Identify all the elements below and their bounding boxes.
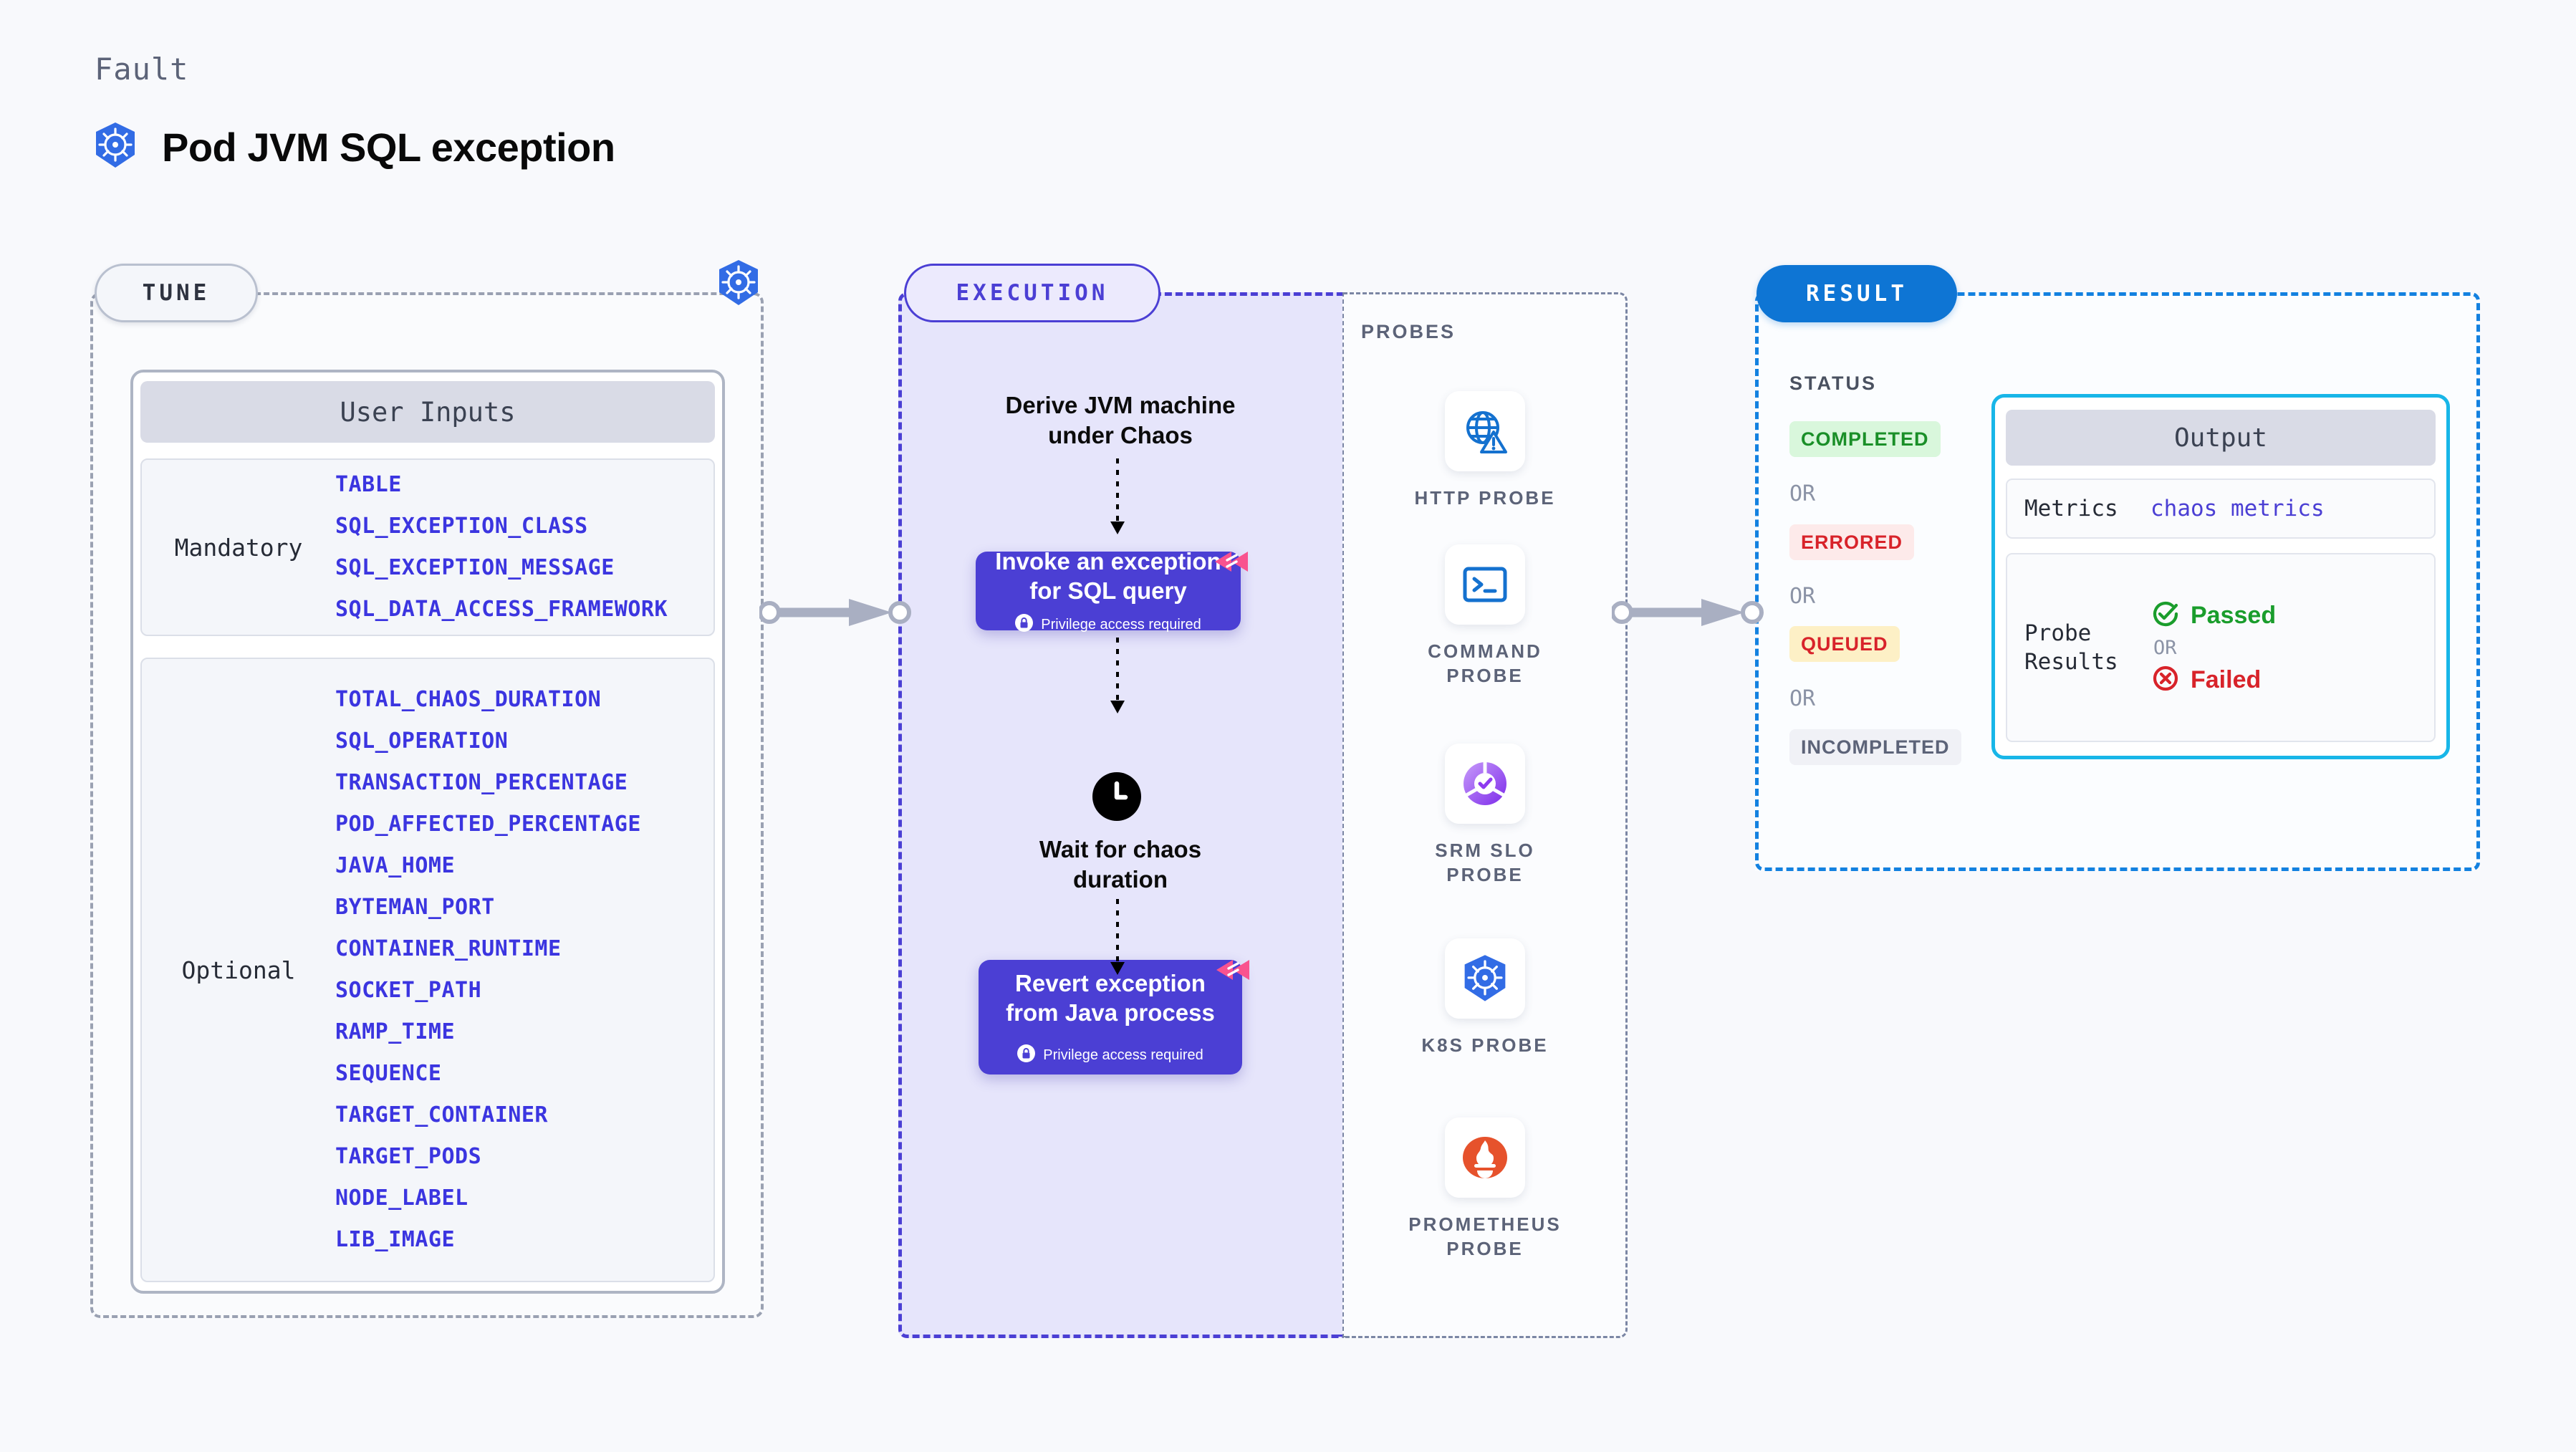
srm-slo-icon	[1445, 744, 1525, 824]
privilege-note-row: Privilege access required	[1015, 614, 1201, 635]
failed-label: Failed	[2191, 665, 2262, 693]
tune-kubernetes-badge-icon	[716, 259, 761, 310]
user-inputs-title: User Inputs	[140, 381, 715, 443]
probe-result-failed: Failed	[2150, 663, 2276, 697]
param-item[interactable]: POD_AFFECTED_PERCENTAGE	[335, 812, 641, 837]
prometheus-icon	[1445, 1117, 1525, 1198]
connector-tune-to-execution	[758, 595, 917, 634]
probe-label: K8S PROBE	[1421, 1034, 1549, 1056]
param-item[interactable]: SQL_DATA_ACCESS_FRAMEWORK	[335, 597, 668, 622]
harness-icon	[1214, 951, 1251, 992]
privilege-note-text: Privilege access required	[1043, 1047, 1203, 1063]
param-item[interactable]: SOCKET_PATH	[335, 978, 482, 1003]
clock-icon	[1092, 772, 1141, 824]
status-or: OR	[1789, 481, 1816, 506]
passed-label: Passed	[2191, 601, 2277, 629]
check-circle-icon	[2150, 599, 2181, 633]
status-badge-incompleted: INCOMPLETED	[1789, 729, 1961, 765]
page-title: Pod JVM SQL exception	[93, 122, 615, 173]
probe-http[interactable]: HTTP PROBE	[1342, 391, 1628, 510]
probe-result-or: OR	[2153, 636, 2177, 659]
probe-result-passed: Passed	[2150, 599, 2276, 633]
flow-arrow-1	[1103, 458, 1132, 541]
param-item[interactable]: RAMP_TIME	[335, 1019, 456, 1044]
param-item[interactable]: TRANSACTION_PERCENTAGE	[335, 770, 628, 795]
lock-icon	[1015, 614, 1034, 635]
mandatory-param-list: TABLE SQL_EXCEPTION_CLASS SQL_EXCEPTION_…	[335, 464, 668, 630]
optional-param-list: TOTAL_CHAOS_DURATION SQL_OPERATION TRANS…	[335, 679, 641, 1261]
kubernetes-icon	[93, 122, 138, 173]
status-badge-errored: ERRORED	[1789, 524, 1915, 560]
probe-label: HTTP PROBE	[1414, 487, 1556, 509]
privilege-note-row: Privilege access required	[1017, 1044, 1203, 1066]
param-item[interactable]: SQL_EXCEPTION_MESSAGE	[335, 555, 615, 580]
mandatory-params-block: Mandatory TABLE SQL_EXCEPTION_CLASS SQL_…	[140, 458, 715, 636]
page-title-text: Pod JVM SQL exception	[162, 125, 615, 170]
fault-kicker: Fault	[95, 52, 189, 87]
param-item[interactable]: TARGET_PODS	[335, 1144, 482, 1169]
param-item[interactable]: TABLE	[335, 472, 402, 497]
param-item[interactable]: BYTEMAN_PORT	[335, 895, 495, 920]
tune-pill[interactable]: TUNE	[95, 264, 258, 322]
lock-icon	[1017, 1044, 1036, 1066]
connector-execution-to-result	[1610, 595, 1769, 634]
status-badge-queued: QUEUED	[1789, 626, 1900, 662]
terminal-icon	[1445, 544, 1525, 625]
param-item[interactable]: JAVA_HOME	[335, 853, 456, 878]
status-title: STATUS	[1789, 372, 1877, 394]
param-item[interactable]: SQL_EXCEPTION_CLASS	[335, 514, 588, 539]
metrics-value[interactable]: chaos metrics	[2150, 496, 2325, 521]
status-badge-completed: COMPLETED	[1789, 421, 1941, 457]
param-item[interactable]: TARGET_CONTAINER	[335, 1102, 548, 1128]
param-item[interactable]: NODE_LABEL	[335, 1186, 468, 1211]
param-item[interactable]: SQL_OPERATION	[335, 729, 509, 754]
x-circle-icon	[2150, 663, 2181, 697]
probe-results-values: Passed OR Failed	[2150, 599, 2276, 697]
mandatory-label: Mandatory	[174, 533, 303, 562]
param-item[interactable]: CONTAINER_RUNTIME	[335, 936, 562, 961]
status-or: OR	[1789, 686, 1816, 711]
probes-title: PROBES	[1361, 321, 1456, 342]
output-metrics-row: Metrics chaos metrics	[2006, 479, 2436, 539]
metrics-key: Metrics	[2024, 496, 2118, 521]
param-item[interactable]: LIB_IMAGE	[335, 1227, 456, 1252]
status-or: OR	[1789, 584, 1816, 609]
harness-icon	[1213, 543, 1250, 584]
kubernetes-icon	[1445, 938, 1525, 1019]
optional-params-block: Optional TOTAL_CHAOS_DURATION SQL_OPERAT…	[140, 658, 715, 1282]
flow-arrow-2	[1103, 638, 1132, 720]
flow-arrow-3	[1103, 899, 1132, 981]
param-item[interactable]: SEQUENCE	[335, 1061, 442, 1086]
optional-label: Optional	[181, 956, 296, 984]
privilege-note-text: Privilege access required	[1041, 616, 1201, 633]
globe-warning-icon	[1445, 391, 1525, 471]
probe-k8s[interactable]: K8S PROBE	[1342, 938, 1628, 1057]
output-title: Output	[2006, 410, 2436, 466]
param-item[interactable]: TOTAL_CHAOS_DURATION	[335, 687, 602, 712]
execution-pill[interactable]: EXECUTION	[904, 264, 1160, 322]
result-pill[interactable]: RESULT	[1756, 265, 1957, 322]
